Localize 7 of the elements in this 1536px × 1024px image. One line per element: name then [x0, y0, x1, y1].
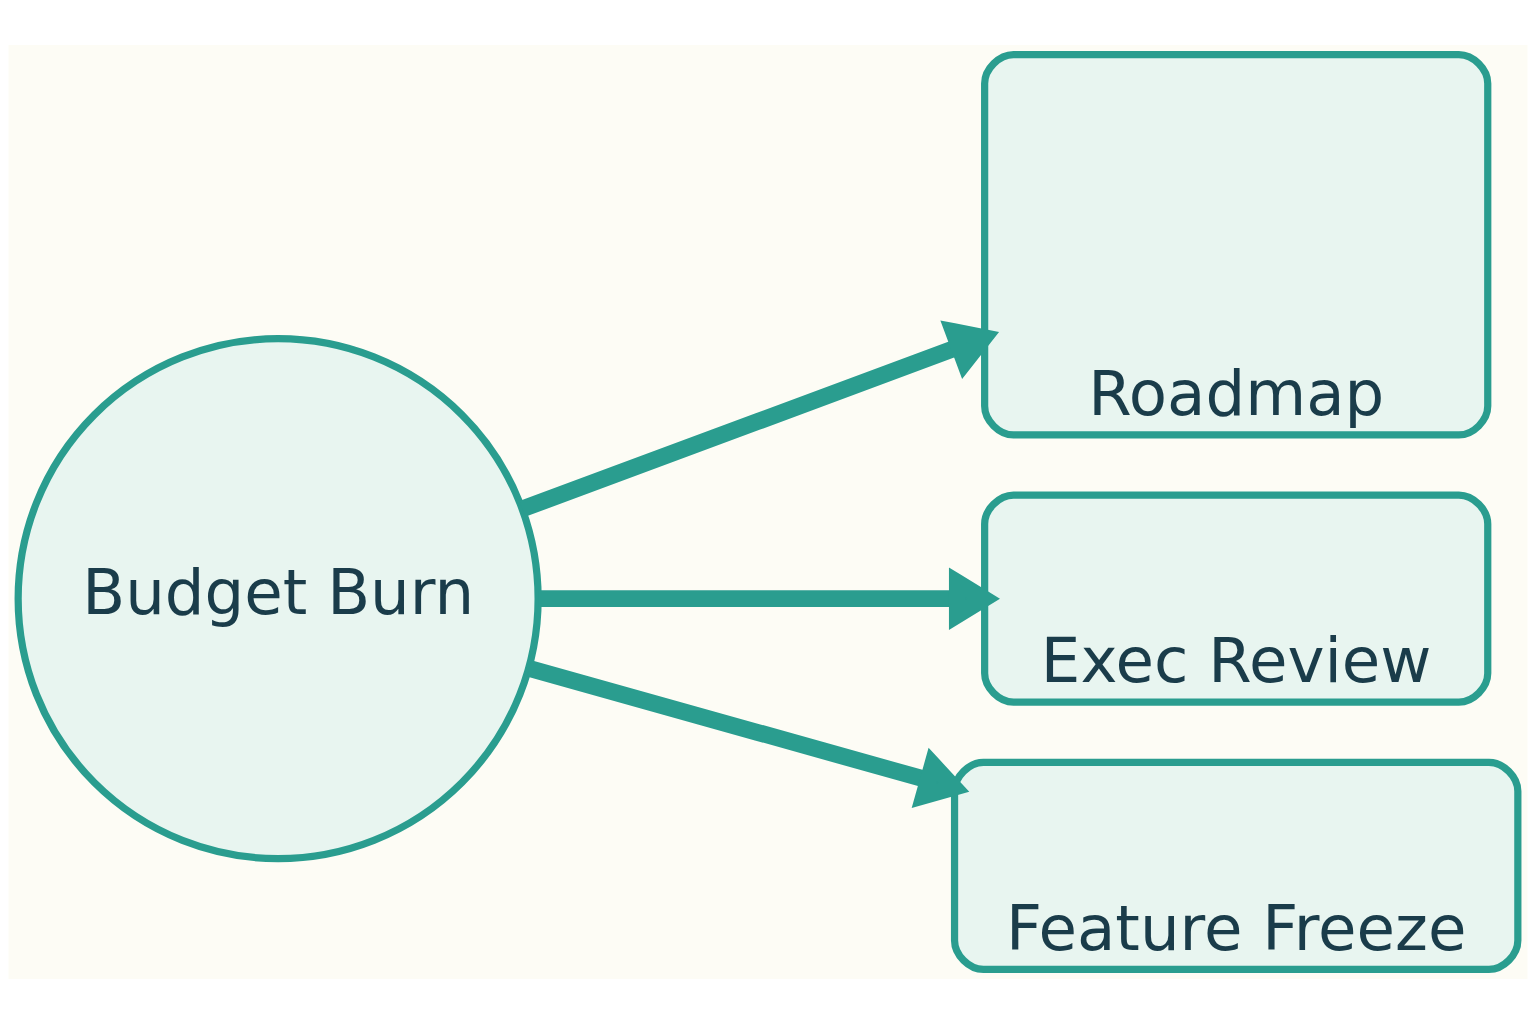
arrow [519, 320, 1000, 517]
node-box: Exec Review [981, 491, 1492, 706]
arrow [526, 660, 970, 809]
node-circle: Budget Burn [14, 335, 542, 863]
node-box: Roadmap [981, 51, 1492, 439]
node-box: Feature Freeze [950, 758, 1522, 973]
arrow [538, 567, 1000, 630]
